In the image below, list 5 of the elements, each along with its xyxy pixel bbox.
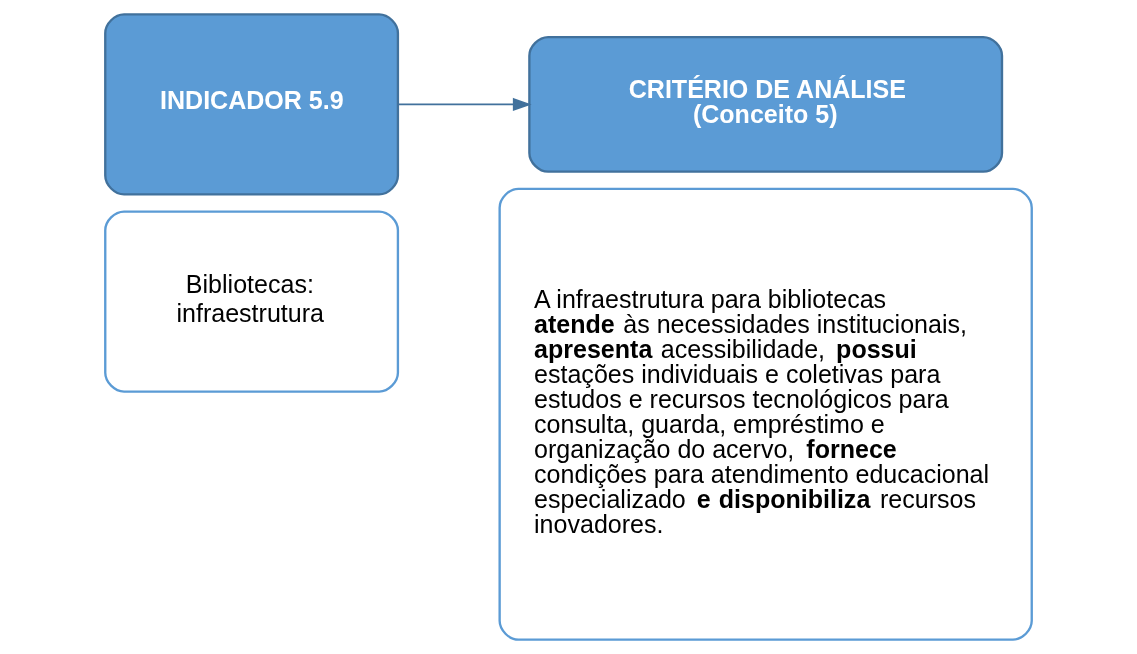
node-box: A infraestrutura para bibliotecas atende às necessidades institucionais, apresenta acessibilidade, possui estações individuais e coletivas para estudos e recursos tecnológicos para consulta, guarda, empréstimo e organização do acervo, fornece condições para atendimento educacional especializado e disponibiliza recursos inovadores. [498, 187, 1033, 641]
node-box: CRITÉRIO DE ANÁLISE (Conceito 5) [528, 35, 1004, 173]
node-box: Bibliotecas: infraestrutura [104, 210, 400, 393]
node-box: INDICADOR 5.9 [104, 13, 400, 196]
arrow [397, 97, 532, 111]
